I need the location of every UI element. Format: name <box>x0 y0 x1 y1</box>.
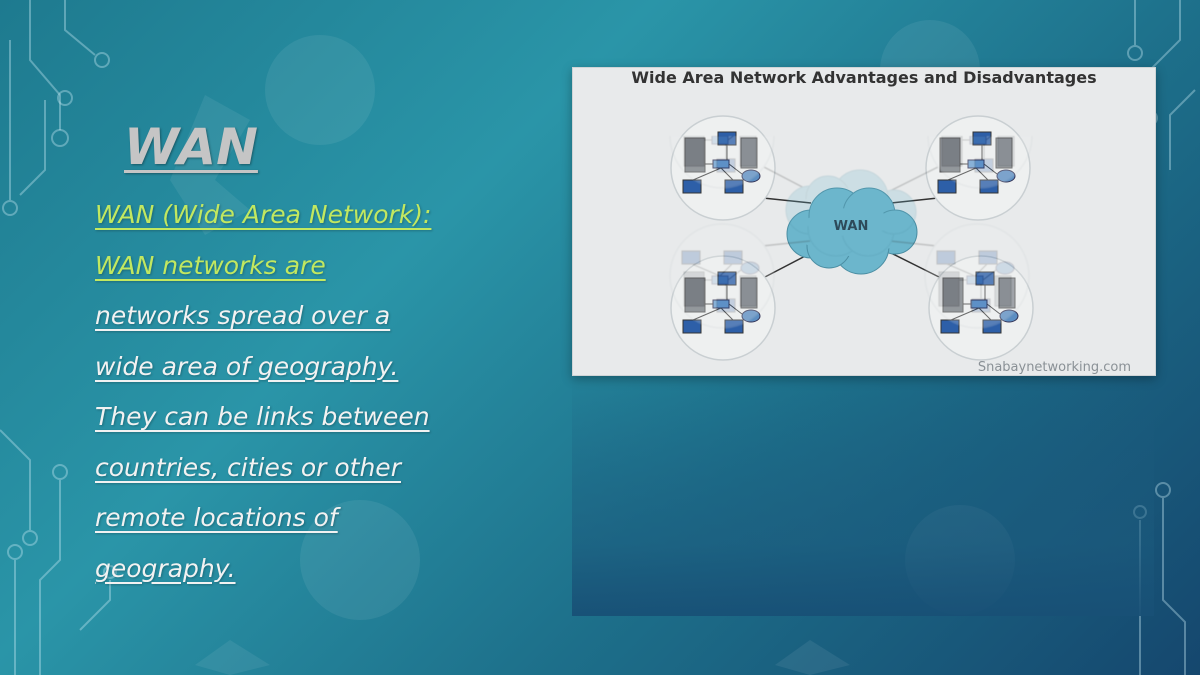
wan-diagram-graphic: WAN <box>670 115 1034 361</box>
wan-diagram-image: WAN Wide Area Network Advantages and Dis… <box>572 67 1156 376</box>
lan-cluster-icon <box>925 115 1031 221</box>
body-line: wide area of geography. <box>95 351 399 381</box>
body-line: countries, cities or other <box>95 452 401 482</box>
diagram-reflection <box>669 136 1033 329</box>
lan-cluster-icon <box>670 115 776 221</box>
body-line: networks spread over a <box>95 301 391 330</box>
lan-cluster-icon <box>669 136 775 189</box>
slide-title: WAN <box>124 118 258 176</box>
body-line: remote locations of <box>95 503 338 532</box>
lan-cluster-icon <box>669 223 775 329</box>
body-line: WAN (Wide Area Network): <box>95 200 432 229</box>
cloud-icon <box>785 169 917 257</box>
reflection-fade <box>572 376 1154 616</box>
diagram-credit: Snabaynetworking.com <box>977 360 1131 375</box>
diagram-cloud-label: WAN <box>834 219 869 234</box>
lan-cluster-icon <box>928 255 1034 361</box>
lan-cluster-icon <box>924 223 1030 329</box>
lan-cluster-icon <box>670 255 776 361</box>
lan-cluster-icon <box>927 136 1033 189</box>
body-line: They can be links between <box>95 402 430 431</box>
diagram-title: Wide Area Network Advantages and Disadva… <box>631 68 1097 87</box>
cloud-icon: WAN <box>786 187 918 275</box>
body-line: WAN networks are <box>95 250 326 280</box>
slide-body-text: WAN (Wide Area Network): WAN networks are… <box>95 190 515 594</box>
body-line: geography. <box>95 553 236 583</box>
